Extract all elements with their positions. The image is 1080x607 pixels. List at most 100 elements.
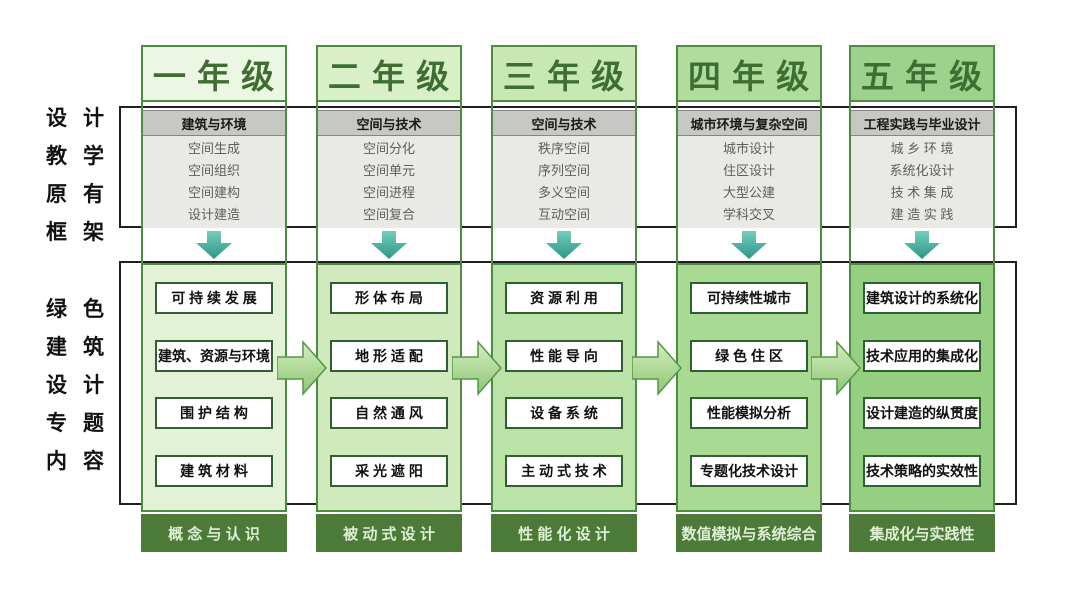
- topic-box: 技术应用的集成化: [863, 339, 981, 372]
- subject-bar: 工程实践与毕业设计: [851, 110, 993, 136]
- topic-box: 设计建造的纵贯度: [863, 397, 981, 430]
- topic-box: 围 护 结 构: [155, 397, 273, 430]
- stage-text: 集成化与实践性: [869, 525, 975, 543]
- topic-label: 技术应用的集成化: [866, 347, 978, 364]
- right-arrow-icon: [632, 340, 682, 396]
- stage-label: 数值模拟与系统综合: [676, 514, 822, 552]
- topic-label: 绿 色 住 区: [715, 347, 783, 364]
- subject-bar: 建筑与环境: [143, 110, 285, 136]
- topic-label: 建 筑 材 料: [180, 462, 248, 479]
- topic-box: 地 形 适 配: [330, 339, 448, 372]
- stage-label: 被 动 式 设 计: [316, 514, 462, 552]
- side-label-line: 内容: [46, 450, 104, 473]
- framework-item: 空间生成: [187, 141, 240, 156]
- grade-header: 四 年 级: [678, 47, 820, 102]
- topic-panel: 建筑设计的系统化 技术应用的集成化 设计建造的纵贯度 技术策略的实效性: [851, 263, 993, 510]
- topic-box: 建筑设计的系统化: [863, 282, 981, 314]
- framework-items: 空间分化 空间单元 空间进程 空间复合: [318, 136, 460, 228]
- right-arrow-icon: [452, 340, 502, 396]
- topic-label: 设 备 系 统: [530, 405, 598, 422]
- down-arrow-icon: [196, 231, 232, 259]
- framework-item: 系统化设计: [889, 163, 955, 178]
- subject-title: 空间与技术: [531, 116, 597, 132]
- topic-label: 设计建造的纵贯度: [866, 405, 978, 422]
- grade-title: 二 年 级: [327, 57, 451, 95]
- topic-panel: 形 体 布 局 地 形 适 配 自 然 通 风 采 光 遮 阳: [318, 263, 460, 510]
- framework-item: 住区设计: [722, 163, 775, 178]
- subject-bar: 城市环境与复杂空间: [678, 110, 820, 136]
- topic-label: 性 能 导 向: [530, 347, 598, 364]
- framework-item: 城 乡 环 境: [890, 141, 954, 156]
- topic-box: 资 源 利 用: [505, 282, 623, 314]
- topic-label: 专题化技术设计: [700, 462, 798, 479]
- topic-box: 技术策略的实效性: [863, 454, 981, 487]
- framework-item: 序列空间: [537, 163, 590, 178]
- topic-label: 可 持 续 发 展: [171, 290, 257, 306]
- framework-item: 设计建造: [187, 207, 240, 222]
- topic-box: 设 备 系 统: [505, 397, 623, 430]
- grade-column-3: 三 年 级 空间与技术 秩序空间 序列空间 多义空间 互动空间 资 源 利 用 …: [491, 45, 637, 512]
- framework-items: 城市设计 住区设计 大型公建 学科交叉: [678, 136, 820, 228]
- grade-column-1: 一 年 级 建筑与环境 空间生成 空间组织 空间建构 设计建造 可 持 续 发 …: [141, 45, 287, 512]
- topic-box: 形 体 布 局: [330, 282, 448, 314]
- framework-item: 学科交叉: [722, 207, 775, 222]
- side-label-line: 绿色: [46, 298, 104, 321]
- topic-label: 围 护 结 构: [180, 405, 248, 422]
- topic-box: 绿 色 住 区: [690, 339, 808, 372]
- down-arrow-icon: [546, 231, 582, 259]
- topic-label: 建筑设计的系统化: [866, 290, 978, 306]
- side-label-line: 设计: [46, 107, 104, 130]
- subject-title: 空间与技术: [356, 116, 422, 132]
- topic-label: 资 源 利 用: [530, 290, 598, 306]
- framework-item: 空间组织: [187, 163, 240, 178]
- framework-item: 互动空间: [537, 207, 590, 222]
- grade-header: 一 年 级: [143, 47, 285, 102]
- stage-label: 性 能 化 设 计: [491, 514, 637, 552]
- side-label-line: 建筑: [46, 336, 104, 359]
- stage-text: 被 动 式 设 计: [343, 525, 435, 543]
- subject-bar: 空间与技术: [493, 110, 635, 136]
- right-arrow-icon: [811, 340, 861, 396]
- stage-text: 性 能 化 设 计: [518, 525, 610, 543]
- down-arrow-icon: [731, 231, 767, 259]
- topic-box: 性 能 导 向: [505, 339, 623, 372]
- grade-header: 二 年 级: [318, 47, 460, 102]
- grade-title: 四 年 级: [687, 57, 811, 95]
- framework-item: 空间单元: [362, 163, 415, 178]
- framework-item: 空间分化: [362, 141, 415, 156]
- side-label-original-framework: 设计 教学 原有 框架: [46, 100, 110, 252]
- subject-title: 建筑与环境: [181, 116, 247, 132]
- framework-item: 空间进程: [362, 185, 415, 200]
- framework-item: 大型公建: [722, 185, 775, 200]
- side-label-line: 设计: [46, 374, 104, 397]
- topic-panel: 可 持 续 发 展 建筑、资源与环境 围 护 结 构 建 筑 材 料: [143, 263, 285, 510]
- topic-box: 建 筑 材 料: [155, 454, 273, 487]
- side-label-line: 框架: [46, 221, 104, 244]
- down-arrow-icon: [904, 231, 940, 259]
- topic-label: 性能模拟分析: [707, 405, 791, 422]
- framework-item: 空间建构: [187, 185, 240, 200]
- subject-title: 城市环境与复杂空间: [690, 116, 808, 132]
- side-label-line: 原有: [46, 183, 104, 206]
- grade-title: 五 年 级: [860, 57, 984, 95]
- topic-box: 采 光 遮 阳: [330, 454, 448, 487]
- topic-box: 可 持 续 发 展: [155, 282, 273, 314]
- grade-title: 一 年 级: [152, 57, 276, 95]
- topic-box: 专题化技术设计: [690, 454, 808, 487]
- topic-box: 建筑、资源与环境: [155, 339, 273, 372]
- topic-box: 主 动 式 技 术: [505, 454, 623, 487]
- topic-box: 可持续性城市: [690, 282, 808, 314]
- stage-text: 数值模拟与系统综合: [681, 525, 817, 543]
- side-label-line: 专题: [46, 412, 104, 435]
- stage-label: 概 念 与 认 识: [141, 514, 287, 552]
- topic-label: 技术策略的实效性: [866, 462, 978, 479]
- topic-label: 建筑、资源与环境: [158, 347, 270, 364]
- grade-column-2: 二 年 级 空间与技术 空间分化 空间单元 空间进程 空间复合 形 体 布 局 …: [316, 45, 462, 512]
- stage-text: 概 念 与 认 识: [168, 525, 260, 543]
- topic-box: 性能模拟分析: [690, 397, 808, 430]
- framework-item: 秩序空间: [537, 141, 590, 156]
- framework-items: 秩序空间 序列空间 多义空间 互动空间: [493, 136, 635, 228]
- framework-item: 空间复合: [362, 207, 415, 222]
- subject-bar: 空间与技术: [318, 110, 460, 136]
